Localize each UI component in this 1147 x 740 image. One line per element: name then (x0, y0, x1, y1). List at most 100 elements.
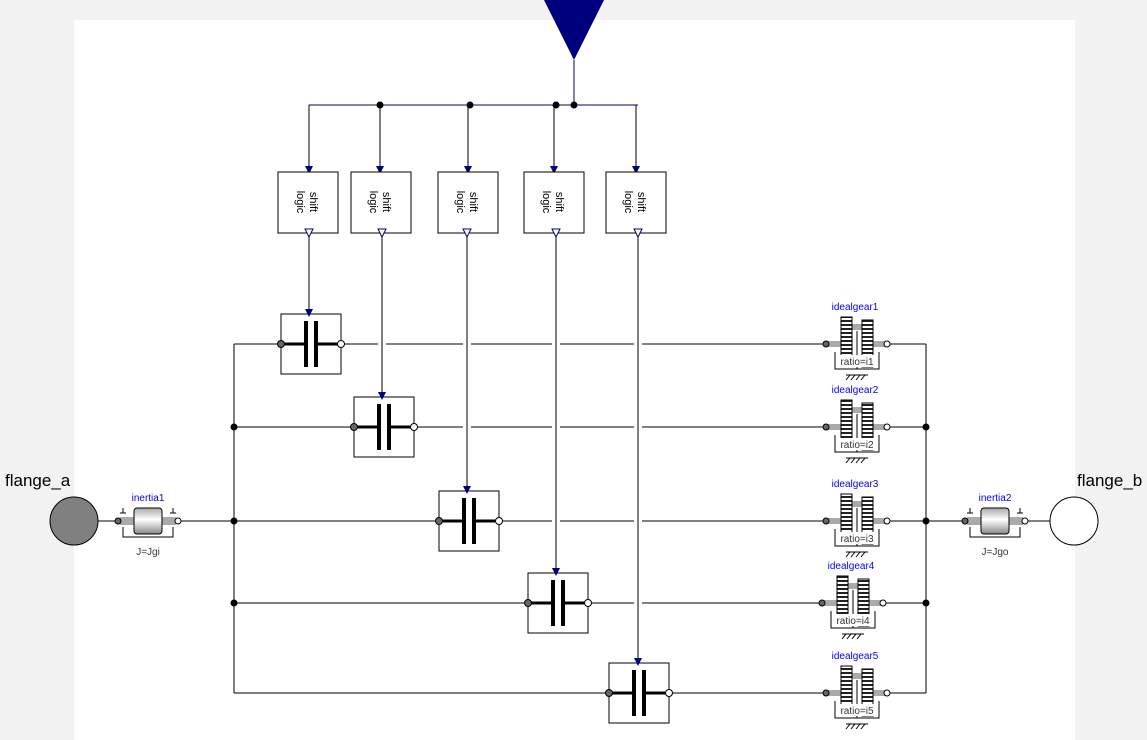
flange-b-port[interactable] (337, 340, 345, 348)
clutch-plate (642, 670, 646, 716)
junction-dot (230, 517, 238, 525)
ground-hatch (855, 551, 861, 558)
flange-b-port[interactable] (584, 599, 592, 607)
shaft (869, 600, 883, 606)
shaft (828, 341, 842, 347)
flange-b-port[interactable] (883, 689, 891, 697)
output-arrow-icon (304, 228, 314, 239)
flange-a-port[interactable] (822, 689, 830, 697)
flange-b-label: flange_b (1077, 471, 1142, 490)
clutch-plate (632, 670, 636, 716)
clutch-3[interactable] (435, 486, 503, 552)
clutch-5[interactable] (605, 658, 673, 724)
ground-hatch (845, 551, 851, 558)
ground-hatch (845, 723, 851, 730)
ground-hatch (860, 457, 866, 464)
flange-a-port[interactable] (818, 599, 826, 607)
flange-b[interactable]: flange_b (1049, 471, 1142, 546)
inertia-param: J=Jgi (136, 547, 160, 558)
gear-wheel-icon (840, 399, 853, 442)
flange-b-port[interactable] (174, 517, 182, 525)
flange-a[interactable]: flange_a (5, 471, 99, 546)
flange-b-port[interactable] (495, 517, 503, 525)
junction-dot (570, 101, 578, 109)
shift-logic-label: shiftlogic (294, 191, 319, 214)
gear-command-input[interactable] (310, 0, 638, 109)
shaft (852, 407, 862, 413)
shift-logic-block-1[interactable]: shiftlogic (277, 104, 339, 239)
flange-b-port[interactable] (665, 689, 673, 697)
ratio-bg (835, 614, 871, 626)
shaft (873, 424, 887, 430)
shift-logic-label: shiftlogic (454, 191, 479, 214)
ground-hatch (845, 457, 851, 464)
shift-logic-box[interactable] (350, 171, 412, 234)
flange-a-port[interactable] (822, 340, 830, 348)
ground-hatch (845, 374, 851, 381)
flange-b-port[interactable] (1021, 517, 1029, 525)
shaft (873, 518, 887, 524)
flange-a-port[interactable] (961, 517, 969, 525)
control-arrow-icon (552, 568, 560, 576)
inertia-body-icon (133, 507, 163, 535)
ratio-bg (839, 704, 875, 716)
flange-a-port[interactable] (114, 517, 122, 525)
flange-b-port[interactable] (883, 423, 891, 431)
shaft (828, 424, 842, 430)
flange-a-port[interactable] (605, 689, 613, 697)
gear-ratio: ratio=i5 (840, 706, 874, 717)
input-arrow-icon (464, 166, 472, 174)
output-arrow-icon (633, 228, 643, 239)
shift-logic-box[interactable] (437, 171, 499, 234)
clutch-4[interactable] (524, 568, 592, 634)
gear-ratio: ratio=i3 (840, 534, 874, 545)
flange-b-connector[interactable] (1049, 496, 1099, 546)
clutch-1[interactable] (277, 309, 345, 375)
shift-logic-block-5[interactable]: shiftlogic (605, 104, 667, 239)
shift-logic-block-2[interactable]: shiftlogic (350, 105, 412, 239)
ground-hatch (850, 551, 856, 558)
gear-name: idealgear4 (828, 561, 875, 572)
flange-a-port[interactable] (524, 599, 532, 607)
shaft (873, 341, 887, 347)
gear-wheel-icon (836, 575, 849, 618)
shaft (828, 518, 842, 524)
ground-hatch (851, 633, 857, 640)
clutch-plate (551, 580, 555, 626)
shift-logic-box[interactable] (605, 171, 667, 234)
shaft (848, 583, 858, 589)
inertia-param: J=Jgo (982, 547, 1009, 558)
control-arrow-icon (305, 309, 313, 317)
flange-a-port[interactable] (822, 423, 830, 431)
ground-hatch (850, 723, 856, 730)
flange-a-connector[interactable] (49, 496, 99, 546)
flange-a-port[interactable] (435, 517, 443, 525)
flange-b-port[interactable] (879, 599, 887, 607)
flange-a-port[interactable] (277, 340, 285, 348)
output-arrow-icon (377, 228, 387, 239)
clutch-plate (377, 404, 381, 450)
flange-a-port[interactable] (350, 423, 358, 431)
flange-b-port[interactable] (883, 340, 891, 348)
flange-a-port[interactable] (822, 517, 830, 525)
input-triangle-icon[interactable] (544, 0, 604, 60)
junction-dot (922, 517, 930, 525)
gear-ratio: ratio=i2 (840, 440, 874, 451)
ratio-bg (839, 532, 875, 544)
shift-logic-block-3[interactable]: shiftlogic (437, 104, 499, 239)
shift-logic-block-4[interactable]: shiftlogic (523, 104, 585, 239)
shift-logic-box[interactable] (277, 171, 339, 234)
control-arrow-icon (378, 392, 386, 400)
junction-dot (922, 599, 930, 607)
shaft (873, 690, 887, 696)
flange-b-port[interactable] (410, 423, 418, 431)
flange-b-port[interactable] (883, 517, 891, 525)
clutch-2[interactable] (350, 392, 418, 458)
